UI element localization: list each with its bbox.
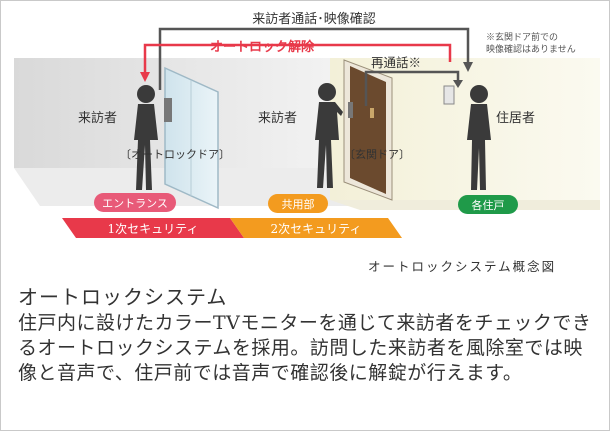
section-heading: オートロックシステム xyxy=(18,285,228,309)
visitor-label-1: 来訪者 xyxy=(78,110,117,126)
recall-label: 再通話※ xyxy=(371,55,421,70)
visitor-1-silhouette xyxy=(134,85,158,190)
call-video-arrow xyxy=(158,27,470,90)
security-1-band xyxy=(62,218,244,238)
description-text: 住戸内に設けたカラーTVモニターを通じて来訪者をチェックできるオートロックシステ… xyxy=(18,312,592,384)
note-line-1: ※玄関ドア前での xyxy=(486,31,558,43)
note-line-2: 映像確認はありません xyxy=(486,43,576,55)
recall-arrow xyxy=(364,70,460,106)
top-arrow-label: 来訪者通話･映像確認 xyxy=(252,11,376,27)
call-arrow-head xyxy=(463,62,473,72)
visitor-2-silhouette xyxy=(315,83,343,188)
resident-silhouette xyxy=(467,85,491,190)
unlock-arrow xyxy=(143,43,452,72)
autolock-door-label: 〔オートロックドア〕 xyxy=(120,148,230,161)
building-background xyxy=(14,58,600,210)
unlock-label: オートロック解除 xyxy=(210,39,315,55)
diagram-caption: オートロックシステム概念図 xyxy=(368,259,557,274)
autolock-door xyxy=(164,66,219,210)
front-door xyxy=(343,59,393,201)
recall-arrow-head xyxy=(453,80,463,88)
security-2-band xyxy=(230,218,402,238)
zone-common-badge xyxy=(268,194,328,213)
security-1-label: 1次セキュリティ xyxy=(108,222,199,236)
zone-unit-label: 各住戸 xyxy=(472,198,505,212)
zone-common-label: 共用部 xyxy=(282,197,315,211)
visitor-label-2: 来訪者 xyxy=(258,110,297,126)
zone-entrance-label: エントランス xyxy=(102,197,168,210)
intercom-monitor-icon xyxy=(443,85,455,105)
unlock-arrow-head xyxy=(140,72,150,82)
security-2-label: 2次セキュリティ xyxy=(271,222,362,236)
front-door-label: 〔玄関ドア〕 xyxy=(344,147,410,161)
zone-entrance-badge xyxy=(94,193,176,212)
zone-unit-badge xyxy=(458,195,518,214)
resident-label: 住居者 xyxy=(496,111,535,126)
